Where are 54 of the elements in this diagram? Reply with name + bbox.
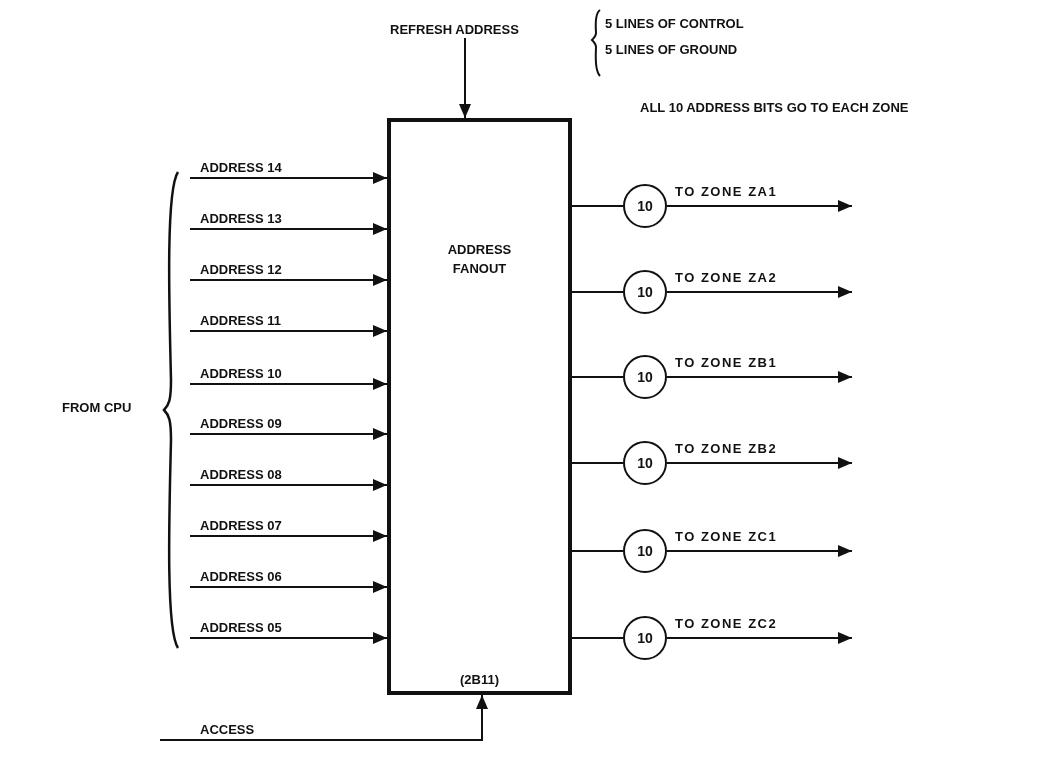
edge-label: ADDRESS 08 bbox=[200, 467, 282, 483]
signal-line bbox=[571, 637, 624, 639]
signal-line bbox=[571, 205, 624, 207]
signal-line bbox=[189, 325, 388, 337]
signal-line bbox=[666, 371, 853, 383]
note-text: FROM CPU bbox=[62, 400, 132, 416]
signal-line bbox=[189, 581, 388, 593]
edge-label: TO ZONE ZC1 bbox=[675, 529, 778, 545]
edge-label: ADDRESS 14 bbox=[200, 160, 282, 176]
edge-label: ADDRESS 11 bbox=[200, 313, 281, 329]
signal-line bbox=[571, 462, 624, 464]
signal-line bbox=[189, 428, 388, 440]
signal-line bbox=[189, 530, 388, 542]
note-text: 5 LINES OF CONTROL bbox=[605, 16, 744, 32]
signal-label: REFRESH ADDRESS bbox=[390, 22, 519, 38]
signal-line bbox=[189, 274, 388, 286]
signal-line bbox=[189, 479, 388, 491]
edge-label: TO ZONE ZC2 bbox=[675, 616, 778, 632]
edge-label: ADDRESS 06 bbox=[200, 569, 282, 585]
signal-line bbox=[189, 632, 388, 644]
note-text: 5 LINES OF GROUND bbox=[605, 42, 738, 58]
bus-width-circle: 10 bbox=[623, 529, 667, 573]
edge-label: TO ZONE ZB1 bbox=[675, 355, 778, 371]
bus-width-circle: 10 bbox=[623, 184, 667, 228]
edge-label: ADDRESS 13 bbox=[200, 211, 282, 227]
edge-label: ADDRESS 12 bbox=[200, 262, 282, 278]
edge-label: TO ZONE ZA1 bbox=[675, 184, 778, 200]
signal-line bbox=[189, 378, 388, 390]
block-label: ADDRESS FANOUT bbox=[446, 241, 513, 278]
address-fanout-block bbox=[387, 118, 572, 695]
note-text: ALL 10 ADDRESS BITS GO TO EACH ZONE bbox=[640, 100, 909, 116]
edge-label: ADDRESS 05 bbox=[200, 620, 282, 636]
bus-width-circle: 10 bbox=[623, 616, 667, 660]
signal-line bbox=[666, 200, 853, 212]
signal-line bbox=[459, 37, 471, 119]
bus-width-circle: 10 bbox=[623, 441, 667, 485]
signal-line bbox=[571, 550, 624, 552]
edge-label: ADDRESS 07 bbox=[200, 518, 282, 534]
edge-label: ADDRESS 09 bbox=[200, 416, 282, 432]
bus-width-circle: 10 bbox=[623, 270, 667, 314]
signal-line bbox=[666, 286, 853, 298]
edge-label: TO ZONE ZB2 bbox=[675, 441, 778, 457]
signal-line bbox=[666, 457, 853, 469]
block-label: (2B11) bbox=[459, 671, 500, 689]
edge-label: ADDRESS 10 bbox=[200, 366, 282, 382]
edge-label: ACCESS bbox=[200, 722, 255, 738]
edge-label: TO ZONE ZA2 bbox=[675, 270, 778, 286]
signal-line bbox=[159, 694, 488, 741]
signal-line bbox=[189, 172, 388, 184]
signal-line bbox=[571, 291, 624, 293]
signal-line bbox=[666, 632, 853, 644]
signal-line bbox=[666, 545, 853, 557]
bus-width-circle: 10 bbox=[623, 355, 667, 399]
signal-line bbox=[189, 223, 388, 235]
